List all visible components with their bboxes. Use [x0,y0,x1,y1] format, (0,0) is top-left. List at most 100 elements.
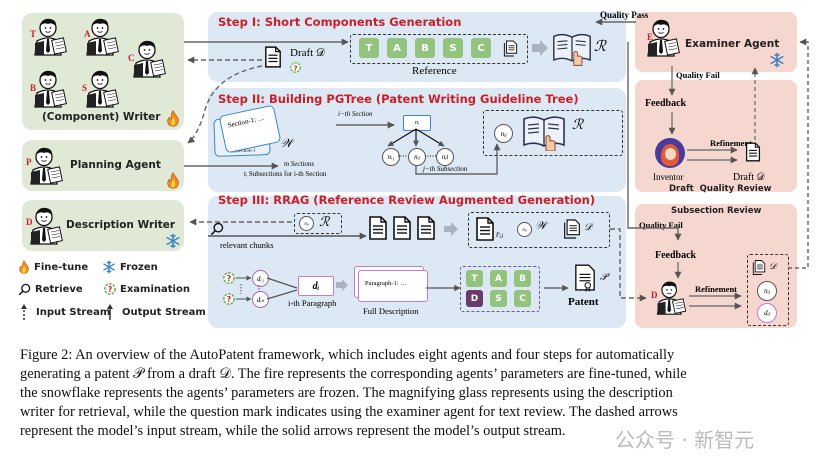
draft-label: Draft 𝒟 [733,172,765,183]
description-arrow [426,284,461,292]
step2-panel: Step II: Building PGTree (Patent Writing… [208,88,626,192]
planning-agent-letter: P [26,157,32,167]
w-symbol: 𝒲 [280,136,293,150]
reference-label: Reference [412,65,457,77]
watermark: 公众号 · 新智元 [615,428,755,452]
subsection-review-panel: Subsection Review Quality Fail Feedback … [635,204,797,328]
legend-output-stream-label: Output Stream [122,306,206,318]
agent-s-icon [82,69,122,109]
caption-line-4: writer for retrieval, while the question… [20,404,678,420]
tree-root-node: nᵢ [403,115,431,131]
dashed-arrow-icon [21,304,27,320]
tree-dots [398,155,436,157]
refinement-label-2: Refinement [695,284,738,294]
n-ij-label: nᵢⱼ [522,227,527,233]
paragraph-edges [236,275,298,302]
tile-t: T [359,38,379,58]
legend-fine-tune: Fine-tune [18,260,88,274]
draft-quality-review-label: Draft Quality Review [669,184,772,194]
w-symbol: 𝒲 [535,220,547,232]
step3-title: Step III: RRAG (Reference Review Augment… [218,193,596,207]
chunk-doc-icon-1 [368,216,388,240]
planning-agent-icon [26,146,66,186]
i-th-paragraph-label: i-th Paragraph [288,298,337,308]
chunk-doc-icon [475,217,495,241]
legend-fine-tune-label: Fine-tune [34,261,89,273]
figure-caption: Figure 2: An overview of the AutoPatent … [20,346,802,441]
writer-letter: D [651,290,658,300]
guideline-ref-box: nᵢⱼ ℛ [483,110,623,156]
query-node: nᵢⱼ [299,216,314,231]
agent-c-letter: C [128,53,135,63]
tree-root-label: nᵢ [415,120,419,126]
step3-panel: Step III: RRAG (Reference Review Augment… [208,193,626,328]
chunks-arrow [208,232,367,240]
gray-arrow-icon [444,222,458,236]
legend-examination: Examination [104,283,190,295]
legend: Fine-tune Frozen Retrieve Examination In… [18,260,208,330]
snowflake-icon [102,260,116,274]
quality-pass-label: Quality Pass [600,10,649,20]
chunk-doc-icon-2 [392,216,412,240]
subsection-review-label: Subsection Review [671,206,762,216]
out-nij-label: nᵢⱼ [764,287,770,295]
draft-quality-review-panel: Feedback Inventor Refinement Draft 𝒟 Dra… [635,80,797,194]
legend-output-stream: Output Stream [106,304,206,320]
reference-symbol: ℛ [572,118,584,133]
magnifying-glass-icon [18,283,31,296]
refinement-arrows-2 [689,292,742,310]
ref-node: nᵢⱼ [494,124,513,143]
caption-line-1: Figure 2: An overview of the AutoPatent … [20,347,675,363]
d-in-node: dᵢₙ [252,291,269,308]
component-writer-label: (Component) Writer [42,111,161,123]
examiner-letter: E [647,32,654,42]
i-th-section-label: i−th Section [338,110,373,118]
query-box: nᵢⱼ ℛ [294,213,342,234]
draft-document-icon [745,142,761,162]
reference-book-icon [522,115,566,151]
snowflake-icon [165,233,181,249]
feedback-label-1: Feedback [645,98,687,109]
r-ij-label: rᵢⱼ [496,229,504,239]
legend-examination-label: Examination [120,283,190,295]
section-card-text: Section-1: … [226,113,266,130]
d-symbol: 𝒟 [584,222,592,233]
tree-child-node-t: nᵢt [436,148,454,166]
j-th-subsection-label: j−th Subsection [423,165,468,173]
subsection-arrow [415,143,501,175]
quality-fail-label-2: Quality Fail [639,220,683,230]
reference-symbol: ℛ [319,214,330,229]
description-writer-icon [653,280,689,316]
p-symbol: 𝒫 [600,272,608,283]
chunk-doc-icon-3 [416,216,436,240]
legend-retrieve-label: Retrieve [35,284,83,295]
agent-t-letter: T [30,29,37,39]
patent-label: Patent [568,296,599,308]
inventor-label: Inventor [653,172,684,182]
step2-title: Step II: Building PGTree (Patent Writing… [218,92,579,106]
tile-b: B [514,270,531,287]
examination-icon [290,62,301,73]
reference-symbol: ℛ [594,39,606,55]
step1-title: Step I: Short Components Generation [218,15,462,29]
draft-label: Draft 𝒟 [290,47,325,59]
relevant-chunks-label: relevant chunks [220,240,274,250]
out-dij-node: dᵢⱼ [757,303,777,323]
legend-frozen-label: Frozen [120,261,158,273]
description-writer-panel: D Description Writer [22,200,184,251]
caption-line-5: represent the model’s input stream, whil… [20,423,566,439]
quality-fail-label-1: Quality Fail [676,70,720,80]
full-description-label: Full Description [363,306,419,316]
d-i-box: dᵢ [298,276,334,296]
agent-s-letter: S [82,83,88,93]
examiner-agent-label: Examiner Agent [685,38,780,50]
fire-icon [166,110,180,127]
tile-c: C [514,290,531,307]
caption-line-3: the snowflake represents the agents’ par… [20,385,673,401]
tile-s: S [443,38,463,58]
m-sections-label: m Sections [284,160,315,168]
patent-arrow [544,284,569,292]
paragraph-card-text: Paragraph-1: … [365,280,407,287]
caption-line-2: generating a patent 𝒫 from a draft 𝒟. Th… [20,366,687,382]
subsections-note: tᵢ Subsections for i-th Section [244,170,327,178]
